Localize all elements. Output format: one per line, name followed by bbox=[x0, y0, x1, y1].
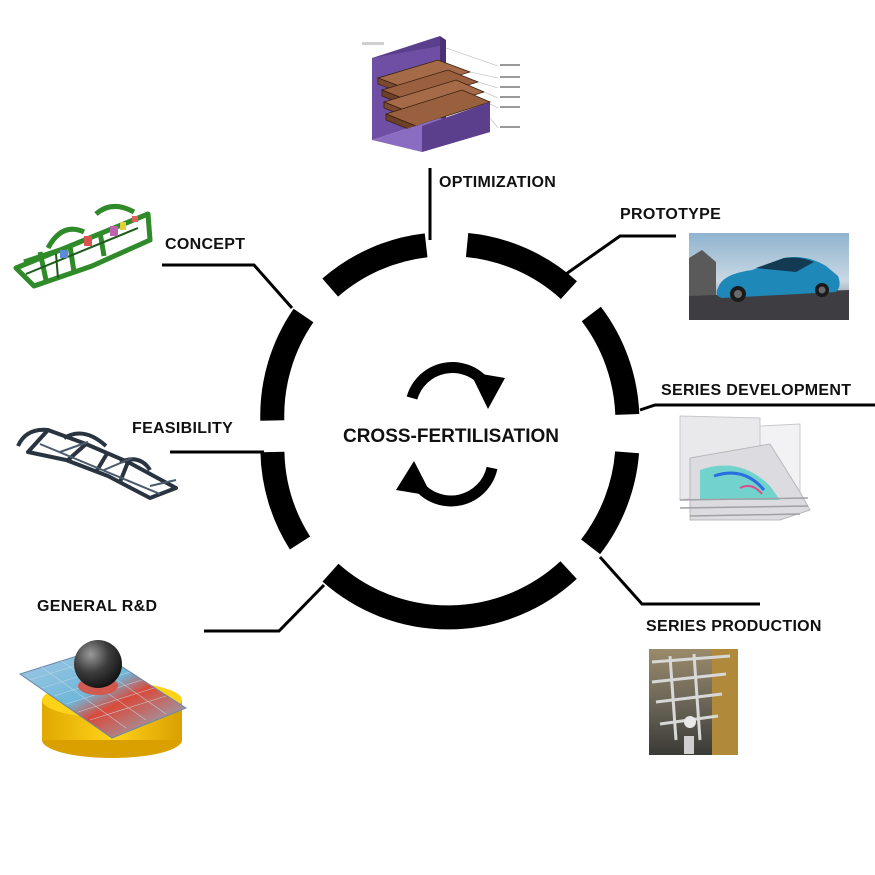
center-label: CROSS-FERTILISATION bbox=[343, 426, 559, 447]
concept-image bbox=[13, 204, 153, 289]
ring-segment-series-production bbox=[580, 451, 640, 555]
ring-segment-prototype bbox=[465, 233, 577, 300]
series-production-image bbox=[649, 649, 738, 755]
label-optimization: OPTIMIZATION bbox=[439, 174, 556, 191]
connector-series-production bbox=[598, 556, 760, 606]
series-development-image bbox=[679, 415, 811, 521]
refresh-cycle-icon bbox=[396, 361, 505, 507]
label-concept: CONCEPT bbox=[165, 236, 245, 253]
connector-general-rd bbox=[204, 583, 326, 633]
label-series-development: SERIES DEVELOPMENT bbox=[661, 382, 851, 399]
label-feasibility: FEASIBILITY bbox=[132, 420, 233, 437]
ring-segment-general-rd bbox=[322, 561, 577, 630]
ring-segment-optimization bbox=[322, 233, 428, 297]
optimization-image bbox=[360, 35, 530, 152]
ring-segment-feasibility bbox=[260, 451, 311, 550]
label-general-rd: GENERAL R&D bbox=[37, 598, 157, 615]
ring-segment-series-development bbox=[581, 306, 640, 416]
ring-segment-concept bbox=[260, 308, 314, 421]
general-rd-image bbox=[18, 640, 188, 758]
label-prototype: PROTOTYPE bbox=[620, 206, 721, 223]
prototype-image bbox=[689, 233, 849, 320]
feasibility-image bbox=[16, 427, 178, 500]
connector-prototype bbox=[565, 234, 676, 276]
label-series-production: SERIES PRODUCTION bbox=[646, 618, 822, 635]
connector-series-development bbox=[639, 403, 875, 412]
connector-concept bbox=[162, 263, 294, 309]
